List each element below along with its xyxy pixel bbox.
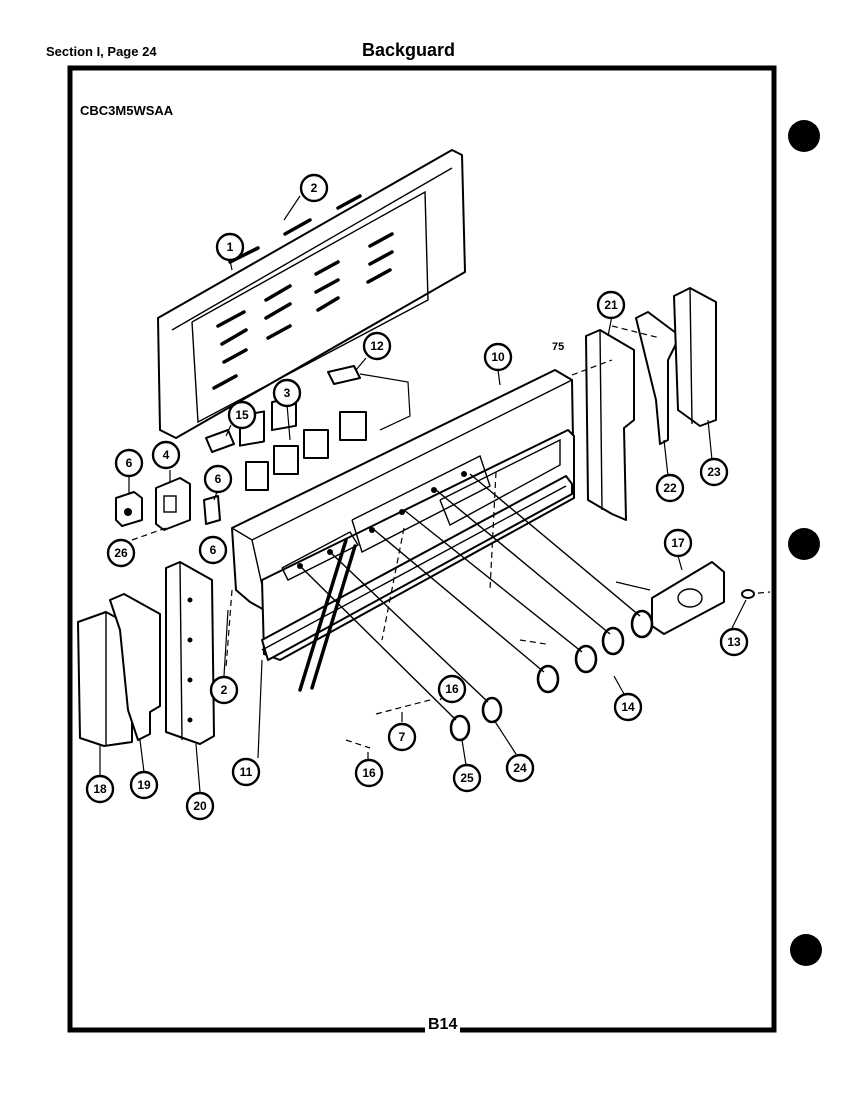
part-23-right-end-cap bbox=[673, 287, 717, 427]
callout-18-label: 18 bbox=[93, 782, 107, 796]
callout-14-label: 14 bbox=[621, 700, 635, 714]
callout-2-top: 2 bbox=[299, 173, 329, 203]
punch-hole-top bbox=[788, 120, 820, 152]
part-6-small-clip bbox=[203, 495, 221, 525]
callout-6-b: 6 bbox=[203, 464, 233, 494]
callout-6-c: 6 bbox=[198, 535, 228, 565]
callout-23-label: 23 bbox=[707, 465, 721, 479]
diagram-frame bbox=[67, 65, 777, 1033]
callout-6-a-label: 6 bbox=[126, 456, 133, 470]
section-page-label: Section I, Page 24 bbox=[46, 44, 157, 59]
callout-4: 4 bbox=[151, 440, 181, 470]
callout-6-b-label: 6 bbox=[215, 472, 222, 486]
callout-10: 10 bbox=[483, 342, 513, 372]
callout-1: 1 bbox=[215, 232, 245, 262]
punch-hole-bottom bbox=[790, 934, 822, 966]
callout-11: 11 bbox=[231, 757, 261, 787]
callout-12-label: 12 bbox=[370, 339, 384, 353]
part-21-right-bracket bbox=[585, 329, 635, 521]
part-14-trim-strip bbox=[261, 475, 573, 692]
callout-16-a: 16 bbox=[437, 674, 467, 704]
callout-15: 15 bbox=[227, 400, 257, 430]
callout-11-label: 11 bbox=[240, 765, 253, 779]
callout-17-label: 17 bbox=[671, 536, 685, 550]
callout-13-label: 13 bbox=[727, 635, 741, 649]
assembly-lines bbox=[225, 325, 771, 749]
stray-label: 75 bbox=[552, 341, 564, 353]
page-title: Backguard bbox=[362, 40, 456, 60]
callout-1-label: 1 bbox=[227, 240, 234, 254]
callout-7: 7 bbox=[387, 722, 417, 752]
callout-13: 13 bbox=[719, 627, 749, 657]
part-12-clip bbox=[327, 365, 411, 431]
callout-16-b-label: 16 bbox=[362, 766, 376, 780]
callout-22: 22 bbox=[655, 473, 685, 503]
callout-24: 24 bbox=[505, 753, 535, 783]
callout-6-c-label: 6 bbox=[210, 543, 217, 557]
control-knobs bbox=[449, 609, 654, 742]
part-6-connector bbox=[115, 491, 143, 527]
callout-25-label: 25 bbox=[460, 771, 474, 785]
callout-14: 14 bbox=[613, 692, 643, 722]
punch-hole-middle bbox=[788, 528, 820, 560]
callout-20: 20 bbox=[185, 791, 215, 821]
callout-3: 3 bbox=[272, 378, 302, 408]
callout-23: 23 bbox=[699, 457, 729, 487]
callout-7-label: 7 bbox=[399, 730, 406, 744]
part-20-side-bracket bbox=[165, 561, 215, 745]
callout-22-label: 22 bbox=[663, 481, 677, 495]
model-number: CBC3M5WSAA bbox=[80, 103, 174, 118]
part-22-right-trim bbox=[635, 311, 681, 445]
part-19-end-trim bbox=[109, 593, 161, 741]
part-26-screw-lead bbox=[131, 527, 167, 541]
callout-4-label: 4 bbox=[163, 448, 170, 462]
callout-26-label: 26 bbox=[114, 546, 128, 560]
callout-19-label: 19 bbox=[137, 778, 151, 792]
page-code: B14 bbox=[425, 1016, 461, 1034]
callout-2-top-label: 2 bbox=[311, 181, 318, 195]
callout-12: 12 bbox=[362, 331, 392, 361]
callout-6-a: 6 bbox=[114, 448, 144, 478]
part-15-bracket bbox=[205, 429, 235, 453]
callout-19: 19 bbox=[129, 770, 159, 800]
callout-16-b: 16 bbox=[354, 758, 384, 788]
callout-2-left-label: 2 bbox=[221, 683, 228, 697]
callout-24-label: 24 bbox=[513, 761, 527, 775]
part-3-switches bbox=[239, 396, 367, 491]
part-1-rear-panel bbox=[157, 149, 466, 439]
part-4-switch-block bbox=[155, 477, 191, 531]
callout-2-left: 2 bbox=[209, 675, 239, 705]
callout-16-a-label: 16 bbox=[445, 682, 459, 696]
callout-21: 21 bbox=[596, 290, 626, 320]
callout-25: 25 bbox=[452, 763, 482, 793]
callout-15-label: 15 bbox=[235, 408, 249, 422]
callout-21-label: 21 bbox=[604, 298, 618, 312]
callout-26: 26 bbox=[106, 538, 136, 568]
callout-20-label: 20 bbox=[193, 799, 207, 813]
callout-18: 18 bbox=[85, 774, 115, 804]
callout-10-label: 10 bbox=[491, 350, 505, 364]
part-18-end-cap bbox=[77, 611, 133, 747]
callout-leaders bbox=[99, 195, 747, 793]
callout-3-label: 3 bbox=[284, 386, 291, 400]
part-13-screw bbox=[741, 589, 755, 599]
callout-17: 17 bbox=[663, 528, 693, 558]
